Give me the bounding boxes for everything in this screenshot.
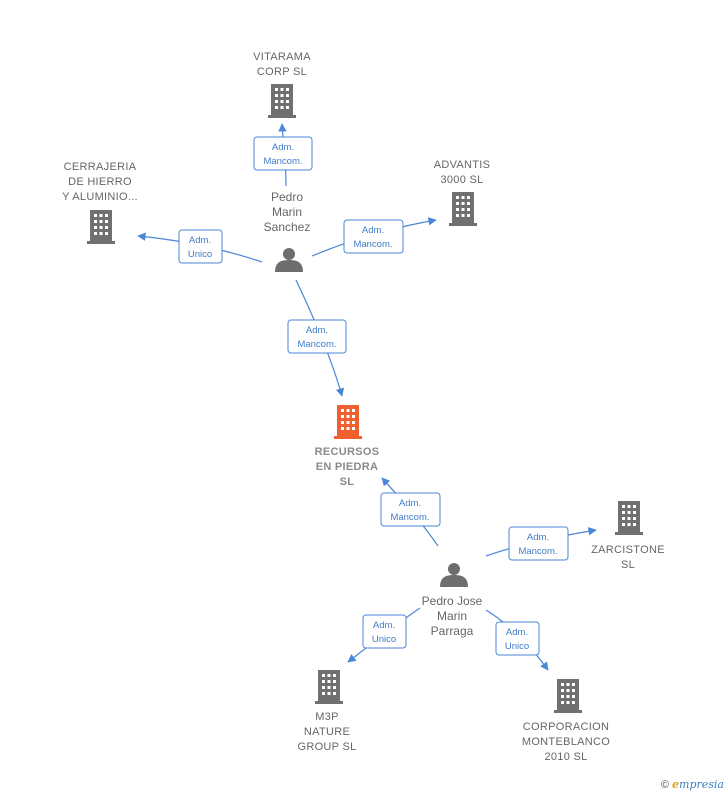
relation-line-2: Unico: [372, 634, 396, 645]
person-name-line: Pedro Jose: [422, 594, 483, 608]
company-name-line: MONTEBLANCO: [522, 736, 610, 748]
relation-box-corporacion[interactable]: Adm. Unico: [495, 621, 540, 656]
company-name-line: CORPORACION: [523, 721, 609, 733]
copyright-icon: ©: [660, 779, 670, 791]
company-name-line: ADVANTIS: [434, 159, 491, 171]
person-name-line: Marin: [437, 609, 467, 623]
person-name-line: Parraga: [431, 624, 474, 638]
company-name-line: SL: [340, 476, 355, 488]
company-name-line: ZARCISTONE: [591, 544, 665, 556]
building-icon: [87, 210, 115, 244]
person-icon: [275, 248, 303, 272]
person-name-line: Sanchez: [264, 220, 311, 234]
company-name-line: VITARAMA: [253, 51, 311, 63]
relation-line-2: Mancom.: [263, 156, 302, 167]
relation-line-1: Adm.: [189, 235, 211, 246]
brand-initial: e: [672, 778, 680, 791]
relation-box-advantis[interactable]: Adm. Mancom.: [343, 219, 404, 254]
relation-line-1: Adm.: [272, 142, 294, 153]
building-icon: [615, 501, 643, 535]
relation-line-2: Mancom.: [353, 239, 392, 250]
company-name-line: 3000 SL: [440, 174, 483, 186]
company-name-line: DE HIERRO: [68, 176, 132, 188]
relation-line-2: Mancom.: [297, 339, 336, 350]
building-icon: [554, 679, 582, 713]
relation-box-cerrajeria[interactable]: Adm. Unico: [178, 229, 223, 264]
company-name-line: M3P: [315, 711, 339, 723]
relation-line-1: Adm.: [362, 225, 384, 236]
person-name-line: Marin: [272, 205, 302, 219]
company-name-line: SL: [621, 559, 635, 571]
company-name-line: EN PIEDRA: [316, 461, 379, 473]
relation-line-1: Adm.: [373, 620, 395, 631]
company-name-line: 2010 SL: [544, 751, 587, 763]
company-name-line: RECURSOS: [315, 446, 380, 458]
building-icon: [449, 192, 477, 226]
relation-line-2: Unico: [505, 641, 529, 652]
relation-line-2: Unico: [188, 249, 212, 260]
person-node-pedro-marin[interactable]: Pedro Marin Sanchez: [264, 190, 311, 272]
relation-box-vitarama[interactable]: Adm. Mancom.: [253, 136, 313, 171]
company-node-recursos[interactable]: RECURSOS EN PIEDRA SL: [315, 405, 380, 488]
relation-line-2: Mancom.: [518, 546, 557, 557]
company-node-cerrajeria[interactable]: CERRAJERIA DE HIERRO Y ALUMINIO...: [62, 161, 138, 244]
relation-line-2: Mancom.: [390, 512, 429, 523]
company-node-zarcistone[interactable]: ZARCISTONE SL: [591, 501, 665, 571]
edges: [137, 123, 597, 671]
person-name-line: Pedro: [271, 190, 303, 204]
relation-box-m3p[interactable]: Adm. Unico: [362, 614, 407, 649]
relation-box-recursos-bottom[interactable]: Adm. Mancom.: [380, 492, 441, 527]
relation-line-1: Adm.: [306, 325, 328, 336]
company-name-line: NATURE: [304, 726, 350, 738]
company-node-corporacion[interactable]: CORPORACION MONTEBLANCO 2010 SL: [522, 679, 610, 763]
company-name-line: CERRAJERIA: [64, 161, 137, 173]
company-node-m3p[interactable]: M3P NATURE GROUP SL: [297, 670, 356, 753]
relation-labels: Adm. Mancom. Adm. Unico Adm. Mancom. Adm…: [178, 136, 569, 656]
building-icon: [334, 405, 362, 439]
relation-box-recursos-top[interactable]: Adm. Mancom.: [287, 319, 347, 354]
relation-line-1: Adm.: [399, 498, 421, 509]
building-icon: [315, 670, 343, 704]
brand-logo: ©empresia: [661, 778, 724, 791]
building-icon: [268, 84, 296, 118]
relation-box-zarcistone[interactable]: Adm. Mancom.: [508, 526, 569, 561]
brand-name: mpresia: [679, 778, 724, 791]
company-name-line: Y ALUMINIO...: [62, 191, 138, 203]
company-node-advantis[interactable]: ADVANTIS 3000 SL: [434, 159, 491, 226]
company-node-vitarama[interactable]: VITARAMA CORP SL: [253, 51, 311, 118]
company-name-line: CORP SL: [257, 66, 307, 78]
person-icon: [440, 563, 468, 587]
person-node-pedro-jose[interactable]: Pedro Jose Marin Parraga: [422, 563, 483, 638]
relation-line-1: Adm.: [527, 532, 549, 543]
company-name-line: GROUP SL: [297, 741, 356, 753]
relation-line-1: Adm.: [506, 627, 528, 638]
